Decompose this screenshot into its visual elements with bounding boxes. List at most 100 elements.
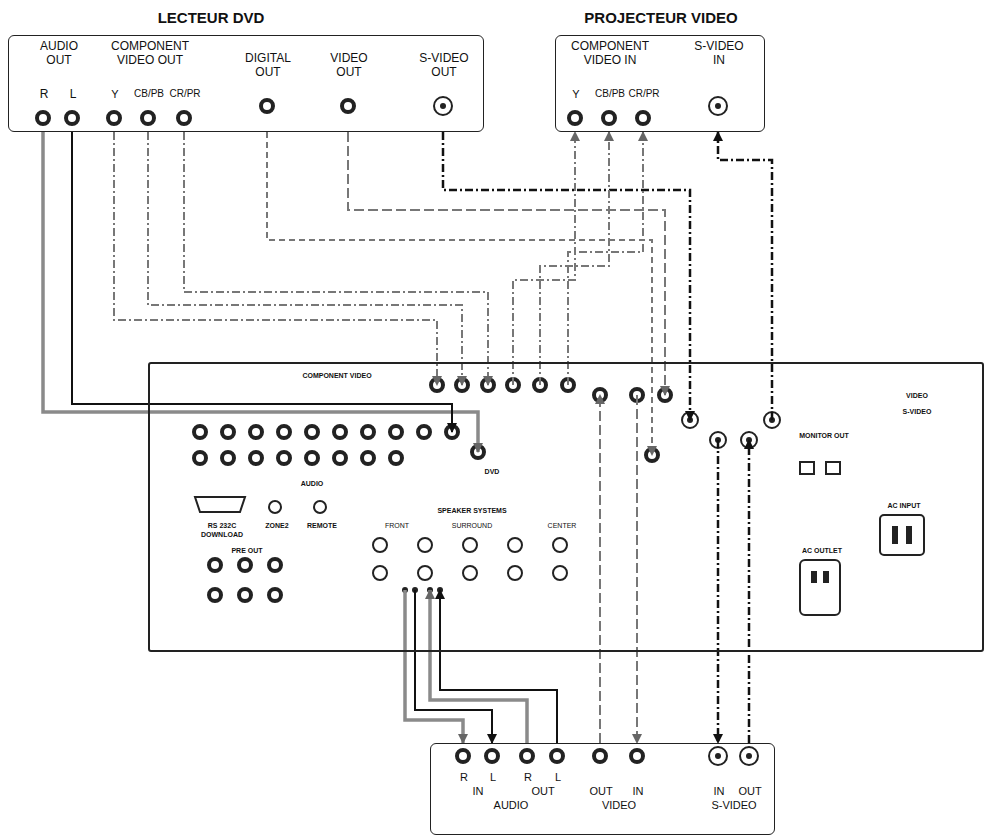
jack-label: COMPONENT VIDEO OUT: [104, 40, 196, 68]
jack-label: S-VIDEO: [711, 799, 756, 812]
audio-cable: [405, 590, 463, 743]
pre-out-jack: [209, 559, 221, 571]
receiver-panel: COMPONENT VIDEOAUDIODVDVIDEOS-VIDEOMONIT…: [148, 362, 984, 652]
video-cable: [348, 132, 665, 395]
panel-label: CENTER: [548, 522, 577, 530]
rca-jack: [278, 452, 290, 464]
speaker-terminal: [373, 538, 387, 552]
rca-jack: [142, 112, 154, 124]
speaker-terminals: [195, 462, 924, 615]
speaker-terminal: [463, 538, 477, 552]
audio-cable: [440, 590, 557, 743]
component-cable: [568, 132, 643, 385]
rca-jack: [362, 426, 374, 438]
panel-label: REMOTE: [307, 522, 337, 530]
mini-jack: [269, 501, 281, 513]
rca-jack: [637, 112, 649, 124]
rca-jack: [306, 426, 318, 438]
s-video-cable: [443, 132, 690, 420]
panel-label: AUDIO: [301, 480, 324, 488]
rca-jack: [194, 452, 206, 464]
ac-outlet-slot: [824, 572, 828, 582]
rca-jack: [37, 112, 49, 124]
jack-label: L: [490, 771, 496, 784]
rca-jack: [631, 750, 643, 762]
rca-jack: [457, 750, 469, 762]
device-title: PROJECTEUR VIDEO: [584, 9, 737, 26]
panel-label: DOWNLOAD: [201, 531, 243, 539]
jack-label: COMPONENT VIDEO IN: [564, 40, 656, 68]
s-video-jacks: [434, 97, 780, 765]
video-cable: [599, 395, 601, 743]
panel-label: DVD: [485, 468, 500, 476]
s-video-cable: [717, 440, 720, 743]
ac-inlet-pin: [907, 527, 911, 543]
rca-jack: [334, 452, 346, 464]
panel-label: AC INPUT: [887, 502, 920, 510]
pre-out-jack: [209, 589, 221, 601]
jack-label: AUDIO OUT: [34, 40, 84, 68]
panel-label: PRE OUT: [231, 547, 262, 555]
rca-jack: [569, 112, 581, 124]
speaker-terminal: [463, 566, 477, 580]
ac-inlet: [880, 515, 924, 555]
rca-jack: [521, 750, 533, 762]
s-video-pin: [715, 753, 721, 759]
optical-jack: [800, 462, 814, 474]
audio-cable: [415, 590, 492, 743]
panel-label: RS 232C: [208, 522, 236, 530]
rca-jack: [250, 426, 262, 438]
rs232-port: [195, 497, 245, 512]
panel-label: S-VIDEO: [903, 408, 932, 416]
speaker-terminal: [418, 538, 432, 552]
s-video-cable: [748, 440, 751, 743]
jack-label: Y: [572, 88, 579, 101]
speaker-terminal: [553, 566, 567, 580]
jack-label: DIGITAL OUT: [238, 52, 298, 80]
rca-jacks: [37, 100, 671, 762]
device-title: LECTEUR DVD: [158, 9, 265, 26]
panel-label: ZONE2: [265, 522, 288, 530]
s-video-jack: [434, 97, 452, 115]
rca-jack: [342, 100, 354, 112]
rca-jack: [222, 452, 234, 464]
rca-jack: [250, 452, 262, 464]
s-video-pin: [715, 103, 721, 109]
s-video-pin: [440, 103, 446, 109]
speaker-terminal: [373, 566, 387, 580]
rca-jack: [551, 750, 563, 762]
speaker-terminal: [508, 566, 522, 580]
digital-cable: [267, 132, 652, 455]
jack-label: L: [70, 88, 77, 102]
jack-label: CR/PR: [628, 88, 659, 100]
jack-label: CB/PB: [134, 88, 164, 100]
rca-jack: [390, 426, 402, 438]
pre-out-jack: [239, 589, 251, 601]
rca-jack: [66, 112, 78, 124]
rca-jack: [278, 426, 290, 438]
panel-label: SURROUND: [452, 522, 492, 530]
device-box: LECTEUR DVDAUDIO OUTRLCOMPONENT VIDEO OU…: [8, 35, 484, 132]
s-video-cable: [718, 132, 772, 420]
jack-label: S-VIDEO IN: [689, 40, 749, 68]
jack-label: CR/PR: [169, 88, 200, 100]
pre-out-jack: [269, 589, 281, 601]
component-cable: [114, 132, 437, 385]
rca-jack: [222, 426, 234, 438]
ac-inlet-pin: [893, 527, 897, 543]
speaker-terminal: [418, 566, 432, 580]
jack-label: L: [555, 771, 561, 784]
ac-outlet: [800, 560, 840, 615]
s-video-jack: [741, 432, 757, 448]
s-video-jack: [740, 747, 758, 765]
audio-cable: [72, 132, 452, 432]
s-video-pin: [746, 753, 752, 759]
jack-label: IN: [473, 785, 484, 798]
component-cable: [513, 132, 575, 385]
panel-label: COMPONENT VIDEO: [302, 372, 371, 380]
jack-label: S-VIDEO OUT: [411, 52, 477, 80]
panel-label: MONITOR OUT: [799, 432, 849, 440]
s-video-jack: [709, 747, 727, 765]
rca-jack: [486, 750, 498, 762]
rca-jack: [603, 112, 615, 124]
